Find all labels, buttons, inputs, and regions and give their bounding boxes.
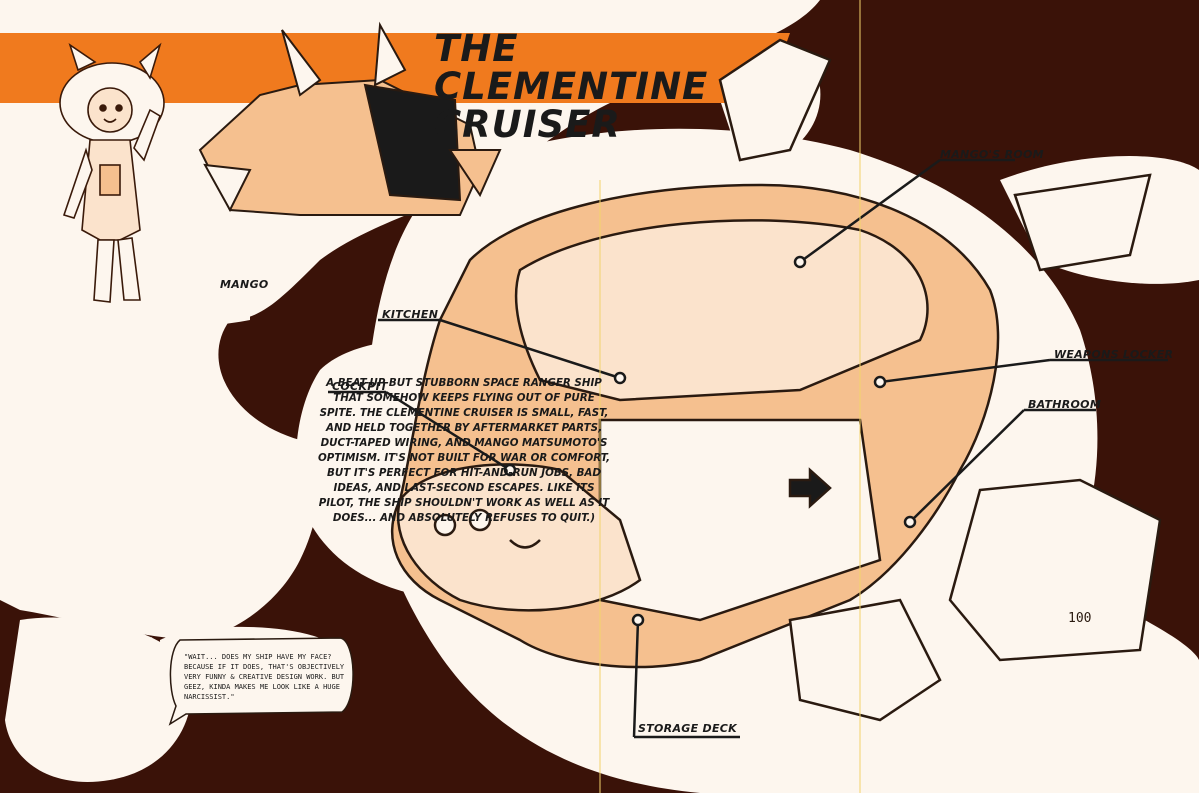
label-cockpit: COCKPIT <box>332 380 388 393</box>
guide-lines <box>599 0 861 793</box>
callout-lines <box>328 158 1168 739</box>
ship-description: A BEAT-UP BUT STUBBORN SPACE RANGER SHIP… <box>317 377 611 524</box>
speech-text: "WAIT... DOES MY SHIP HAVE MY FACE? BECA… <box>184 653 345 701</box>
mango-character <box>59 42 165 303</box>
title-line-1: THE CLEMENTINE <box>434 27 709 108</box>
label-mangos-room: MANGO'S ROOM <box>940 148 1044 161</box>
label-weapons-locker: WEAPONS LOCKER <box>1054 348 1174 361</box>
clementine-cruiser-cutaway <box>390 38 1162 722</box>
hull-marking: 100 <box>1068 611 1091 626</box>
label-bathroom: BATHROOM <box>1028 398 1102 411</box>
character-name-label: MANGO <box>220 278 269 291</box>
pilot-logo-icon <box>37 636 153 767</box>
page-title: THE CLEMENTINE CRUISER <box>434 30 774 144</box>
speech-bubble <box>168 637 354 726</box>
label-kitchen: KITCHEN <box>382 308 439 321</box>
title-line-2: CRUISER <box>434 103 621 146</box>
ship-sketch-small <box>198 21 502 216</box>
label-storage-deck: STORAGE DECK <box>638 722 737 735</box>
